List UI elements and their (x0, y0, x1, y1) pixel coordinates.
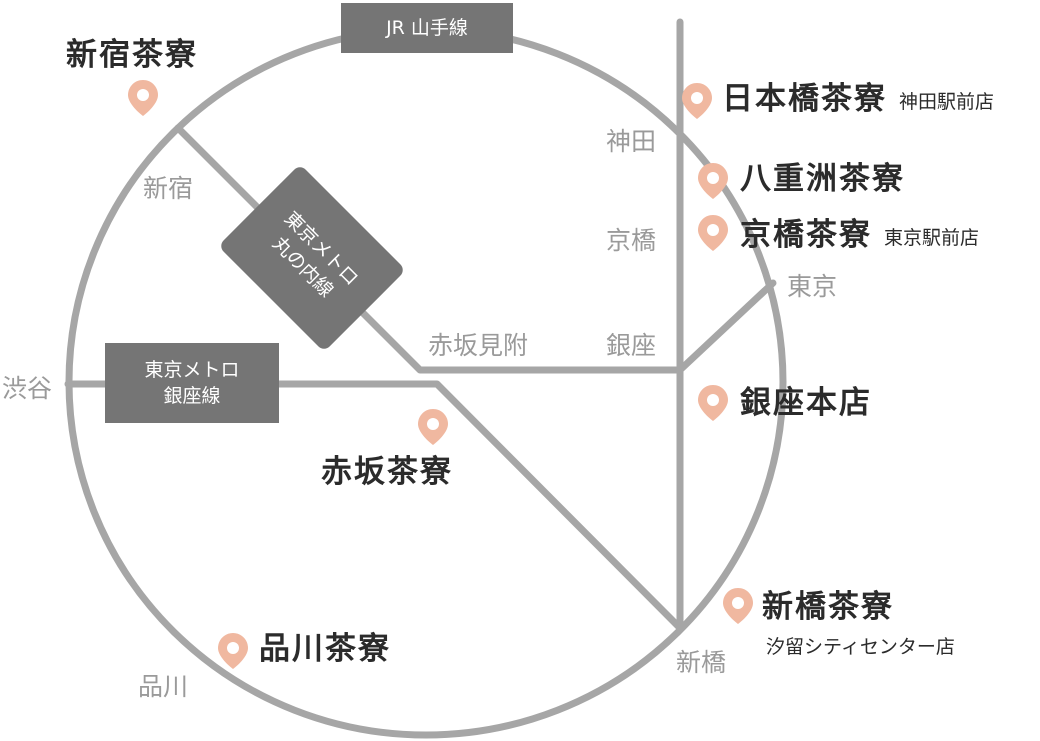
station-shibuya: 渋谷 (2, 374, 53, 403)
shop-shinagawa[interactable]: 品川茶寮 (259, 634, 391, 665)
shop-shinagawa-name: 品川茶寮 (259, 631, 391, 667)
shop-kyobashi-name: 京橋茶寮 (740, 217, 872, 253)
ginza-line-label-line1: 東京メトロ (144, 359, 240, 381)
shop-shinjuku[interactable]: 新宿茶寮 (66, 40, 198, 71)
pin-ginza-honten-icon (698, 385, 728, 421)
shop-kyobashi[interactable]: 京橋茶寮 東京駅前店 (740, 220, 979, 251)
shop-shimbashi[interactable]: 新橋茶寮 汐留シティセンター店 (762, 592, 992, 662)
shop-ginza-honten-name: 銀座本店 (740, 385, 872, 421)
shop-shimbashi-branch: 汐留シティセンター店 (766, 636, 955, 658)
pin-nihonbashi-icon (682, 83, 712, 119)
ginza-line-label: 東京メトロ 銀座線 (105, 343, 279, 423)
jr-yamanote-line-label: JR 山手線 (341, 3, 513, 53)
station-shinagawa: 品川 (138, 672, 189, 701)
station-kyobashi: 京橋 (606, 226, 657, 255)
station-ginza: 銀座 (606, 331, 657, 360)
pin-shinagawa-icon (218, 633, 248, 669)
pin-akasaka-icon (418, 409, 448, 445)
pin-shimbashi-icon (723, 588, 753, 624)
shop-yaesu[interactable]: 八重洲茶寮 (740, 164, 905, 195)
shop-nihonbashi-branch: 神田駅前店 (899, 91, 995, 113)
shop-akasaka[interactable]: 赤坂茶寮 (321, 457, 453, 488)
shop-shimbashi-name: 新橋茶寮 (762, 589, 894, 625)
pins (128, 80, 753, 669)
shop-akasaka-name: 赤坂茶寮 (321, 454, 453, 490)
station-shimbashi: 新橋 (676, 648, 727, 677)
jr-yamanote-line-label-text: JR 山手線 (386, 17, 468, 39)
ginza-line-label-line2: 銀座線 (163, 385, 221, 407)
shop-nihonbashi[interactable]: 日本橋茶寮 神田駅前店 (722, 84, 994, 115)
station-shinjuku: 新宿 (143, 174, 194, 203)
shop-ginza-honten[interactable]: 銀座本店 (740, 388, 872, 419)
shop-shinjuku-name: 新宿茶寮 (66, 37, 198, 73)
pin-kyobashi-icon (698, 215, 728, 251)
shop-yaesu-name: 八重洲茶寮 (740, 161, 905, 197)
station-tokyo: 東京 (787, 272, 838, 301)
shop-nihonbashi-name: 日本橋茶寮 (722, 81, 887, 117)
station-kanda: 神田 (606, 127, 657, 156)
station-akasaka-mitsuke: 赤坂見附 (428, 331, 529, 360)
pin-yaesu-icon (698, 163, 728, 199)
shop-kyobashi-branch: 東京駅前店 (884, 227, 980, 249)
pin-shinjuku-icon (128, 80, 158, 116)
